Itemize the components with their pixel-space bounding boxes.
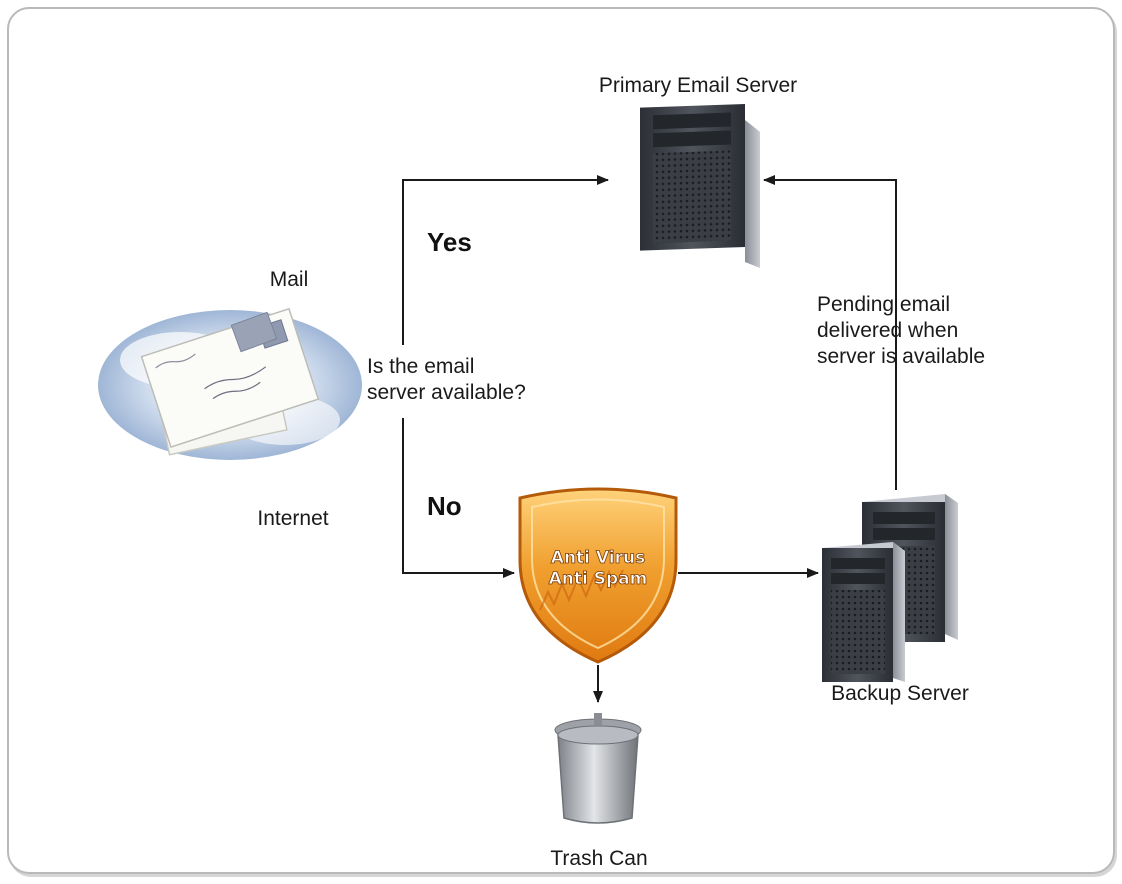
internet-label: Internet (257, 507, 328, 530)
decision-line-1: Is the email (367, 355, 474, 378)
shield-text-line1: Anti Virus (551, 548, 645, 568)
tower-server-icon (640, 103, 760, 268)
shield-text-line2: Anti Spam (549, 569, 648, 589)
trash-can-label: Trash Can (550, 847, 647, 870)
connector-yes (402, 175, 609, 345)
connector-no (402, 418, 515, 578)
decision-line-2: server available? (367, 381, 526, 404)
yes-label: Yes (427, 227, 472, 257)
envelope-cloud-icon (98, 307, 362, 460)
primary-server-label: Primary Email Server (599, 74, 797, 97)
backup-server-label: Backup Server (831, 682, 969, 705)
pending-line-2: delivered when (817, 319, 958, 342)
pending-line-3: server is available (817, 345, 985, 368)
no-label: No (427, 491, 462, 521)
antivirus-shield-icon: Anti Virus Anti Spam (518, 487, 678, 664)
mail-label: Mail (270, 268, 309, 291)
dual-tower-server-icon (822, 494, 958, 682)
pending-line-1: Pending email (817, 293, 950, 316)
connector-backup-to-primary (763, 175, 897, 490)
trash-can-icon (554, 713, 642, 824)
